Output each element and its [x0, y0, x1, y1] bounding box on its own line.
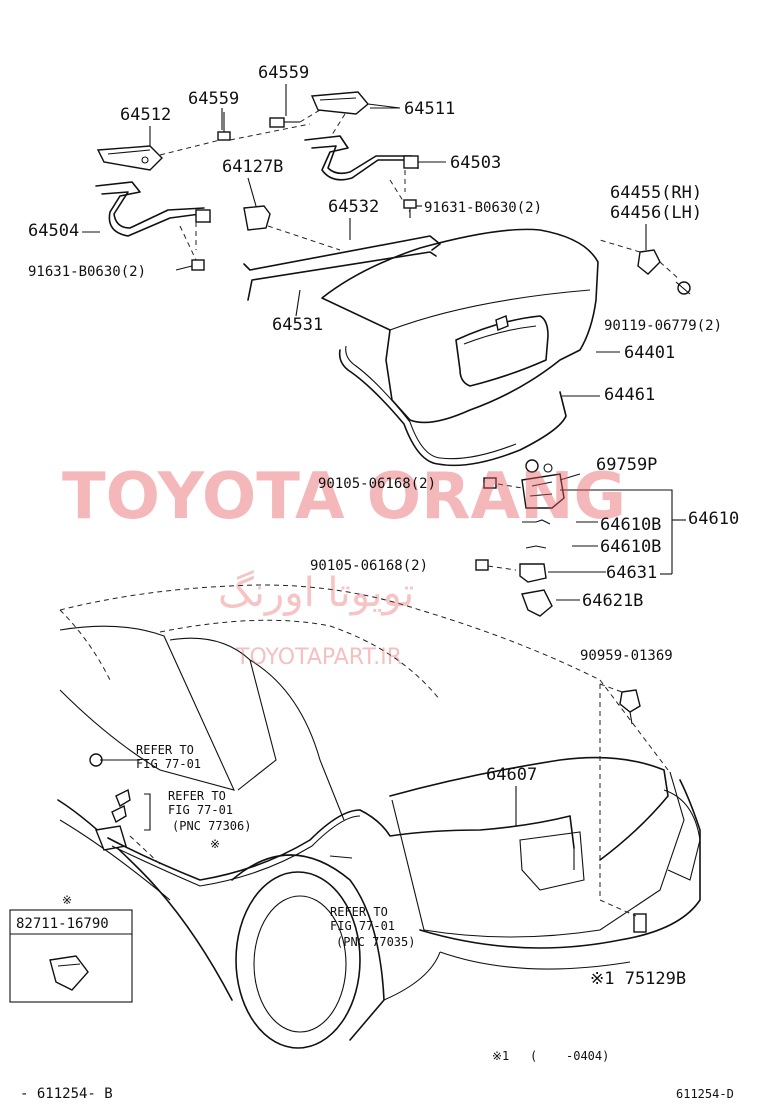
- car-body: [57, 584, 701, 1049]
- refer-3-line-c: (PNC 77035): [336, 935, 415, 949]
- label-64512: 64512: [120, 105, 171, 125]
- box-82711: [9, 909, 133, 1003]
- label-64504: 64504: [28, 221, 79, 241]
- door-handle-part: [89, 753, 140, 767]
- refer-2-line-a: REFER TO: [168, 789, 226, 803]
- star-mark-2: ※: [62, 893, 72, 907]
- hinge-bracket-64512: [96, 145, 163, 171]
- label-64631: 64631: [606, 563, 657, 583]
- bumper-64455: [637, 249, 661, 275]
- label-64455: 64455(RH): [610, 183, 702, 203]
- bolt-91631-right: [403, 199, 417, 218]
- hinge-arm-64503: [304, 135, 419, 181]
- label-82711: 82711-16790: [16, 916, 109, 932]
- label-64532: 64532: [328, 197, 379, 217]
- label-91631-upper: 91631-B0630(2): [424, 200, 542, 216]
- weatherstrip-64461: [338, 345, 567, 467]
- refer-3-line-a: REFER TO: [330, 905, 388, 919]
- label-64401: 64401: [624, 343, 675, 363]
- bolt-64559-left: [217, 112, 231, 141]
- emblem-75129b: [633, 913, 647, 933]
- label-64503: 64503: [450, 153, 501, 173]
- hinge-arm-64504: [95, 181, 211, 237]
- label-64461: 64461: [604, 385, 655, 405]
- label-90105-upper: 90105-06168(2): [318, 476, 436, 492]
- label-91631-lower: 91631-B0630(2): [28, 264, 146, 280]
- bolt-91631-left: [191, 259, 205, 271]
- refer-3-line-b: FIG 77-01: [330, 919, 395, 933]
- note-paren: (: [530, 1049, 537, 1063]
- label-90119: 90119-06779(2): [604, 318, 722, 334]
- trunk-lid-64401: [321, 228, 599, 424]
- label-75129b: ※1 75129B: [590, 969, 686, 989]
- watermark-brand: TOYOTA ORANG: [62, 460, 626, 534]
- spring-64610b-1: [522, 519, 551, 525]
- refer-2-line-c: (PNC 77306): [172, 819, 251, 833]
- label-64610: 64610: [688, 509, 739, 529]
- torsion-bar-64531: [247, 251, 437, 301]
- label-64127b: 64127B: [222, 157, 283, 177]
- label-64610b-2: 64610B: [600, 537, 661, 557]
- spring-64610b-2: [525, 545, 547, 549]
- label-64607: 64607: [486, 765, 537, 785]
- label-64531: 64531: [272, 315, 323, 335]
- screw-90119: [675, 281, 691, 295]
- bolt-90105-upper: [483, 477, 497, 489]
- note-mark: ※1: [492, 1049, 509, 1063]
- label-90959: 90959-01369: [580, 648, 673, 664]
- hinge-bracket-64511: [310, 91, 401, 115]
- label-64621b: 64621B: [582, 591, 643, 611]
- label-64511: 64511: [404, 99, 455, 119]
- label-69759p: 69759P: [596, 455, 657, 475]
- refer-2-line-b: FIG 77-01: [168, 803, 233, 817]
- striker-64631: [519, 563, 547, 583]
- label-64456: 64456(LH): [610, 203, 702, 223]
- torsion-bar-64532: [243, 235, 441, 271]
- lock-assembly-64610: [521, 473, 581, 509]
- bracket-64127b: [243, 205, 271, 231]
- footer-right-code: 611254-D: [676, 1087, 734, 1101]
- bolt-90105-lower: [475, 559, 489, 571]
- star-mark-1: ※: [210, 837, 220, 851]
- footer-left-code: - 611254- B: [20, 1086, 113, 1102]
- label-64559-a: 64559: [258, 63, 309, 83]
- refer-1-line-a: REFER TO: [136, 743, 194, 757]
- release-cable-64607: [107, 809, 575, 887]
- lock-cylinder-part: [111, 788, 131, 824]
- note-range: -0404): [566, 1049, 609, 1063]
- watermark-brand-fa: تویوتا اورنگ: [218, 570, 414, 616]
- label-64559-b: 64559: [188, 89, 239, 109]
- cover-64621b: [521, 589, 553, 617]
- refer-1-line-b: FIG 77-01: [136, 757, 201, 771]
- bolt-64559-right: [269, 117, 300, 128]
- label-90105-lower: 90105-06168(2): [310, 558, 428, 574]
- lock-69759p: [525, 459, 553, 473]
- clip-90959: [619, 689, 641, 725]
- label-64610b-1: 64610B: [600, 515, 661, 535]
- watermark-url: TOYOTAPART.IR: [235, 645, 402, 670]
